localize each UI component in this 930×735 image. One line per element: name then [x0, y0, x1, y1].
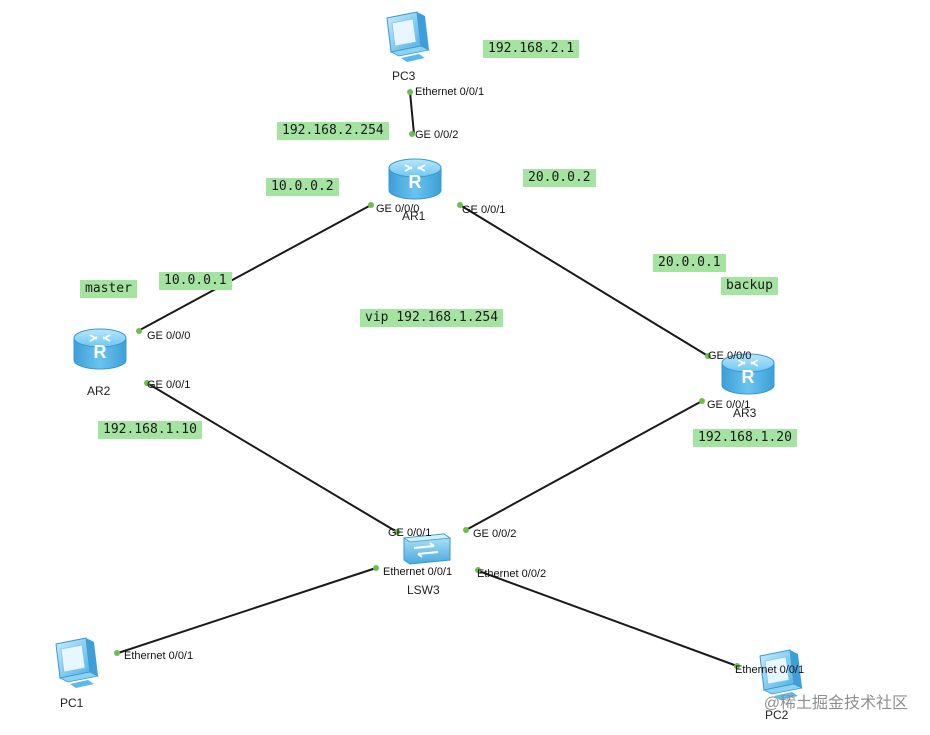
link-ar1-ar2 [137, 204, 372, 332]
link-pc3-ar1 [409, 91, 415, 135]
ip-ar1-to-ar2-label: 10.0.0.2 [266, 178, 339, 196]
link-ar1-ar3 [459, 204, 709, 357]
port-ar2-ge001: GE 0/0/1 [147, 379, 191, 391]
ip-ar1-to-ar3-label: 20.0.0.2 [523, 169, 596, 187]
port-ar1-ge000: GE 0/0/0 [376, 203, 420, 215]
ar2-name: AR2 [87, 384, 111, 398]
ip-ar2-lan-label: 192.168.1.10 [98, 421, 202, 439]
port-ar2-ge000: GE 0/0/0 [147, 330, 191, 342]
ip-ar2-to-ar1-label: 10.0.0.1 [159, 272, 232, 290]
role-master-label: master [80, 280, 137, 298]
ar1-name: AR1 [402, 209, 426, 223]
ip-ar3-lan-label: 192.168.1.20 [693, 429, 797, 447]
port-dots [114, 89, 740, 669]
port-ar1-ge001: GE 0/0/1 [462, 204, 506, 216]
port-lsw-ge001: GE 0/0/1 [388, 527, 432, 539]
watermark-text: @稀土掘金技术社区 [763, 695, 908, 712]
port-lsw-ge002: GE 0/0/2 [473, 528, 517, 540]
port-ar3-ge000: GE 0/0/0 [708, 350, 752, 362]
ip-ar3-to-ar1-label: 20.0.0.1 [653, 254, 726, 272]
port-lsw-eth001: Ethernet 0/0/1 [383, 566, 453, 578]
link-ar3-lsw3 [465, 400, 703, 531]
port-pc2-eth: Ethernet 0/0/1 [735, 664, 805, 676]
pc3-icon[interactable] [386, 11, 430, 63]
ar1-router-icon[interactable] [388, 158, 442, 200]
vip-label: vip 192.168.1.254 [360, 309, 504, 327]
link-lsw3-pc2 [475, 569, 738, 667]
ip-ar1-lan-label: 192.168.2.254 [277, 122, 389, 140]
ip-pc3-label: 192.168.2.1 [483, 40, 580, 58]
port-lsw-eth002: Ethernet 0/0/2 [477, 568, 547, 580]
port-pc1-eth: Ethernet 0/0/1 [124, 650, 194, 662]
ar2-router-icon[interactable] [73, 328, 127, 370]
ar3-name: AR3 [733, 406, 757, 420]
port-pc3-eth: Ethernet 0/0/1 [415, 86, 485, 98]
port-ar1-ge002: GE 0/0/2 [415, 129, 459, 141]
role-backup-label: backup [721, 277, 778, 295]
link-ar2-lsw3 [146, 382, 398, 533]
pc1-icon[interactable] [55, 637, 99, 689]
pc2-name: PC2 [765, 708, 789, 722]
pc3-name: PC3 [392, 69, 416, 83]
link-lsw3-pc1 [114, 567, 377, 655]
pc1-name: PC1 [60, 696, 84, 710]
lsw3-name: LSW3 [407, 583, 440, 597]
port-ar3-ge001: GE 0/0/1 [707, 399, 751, 411]
